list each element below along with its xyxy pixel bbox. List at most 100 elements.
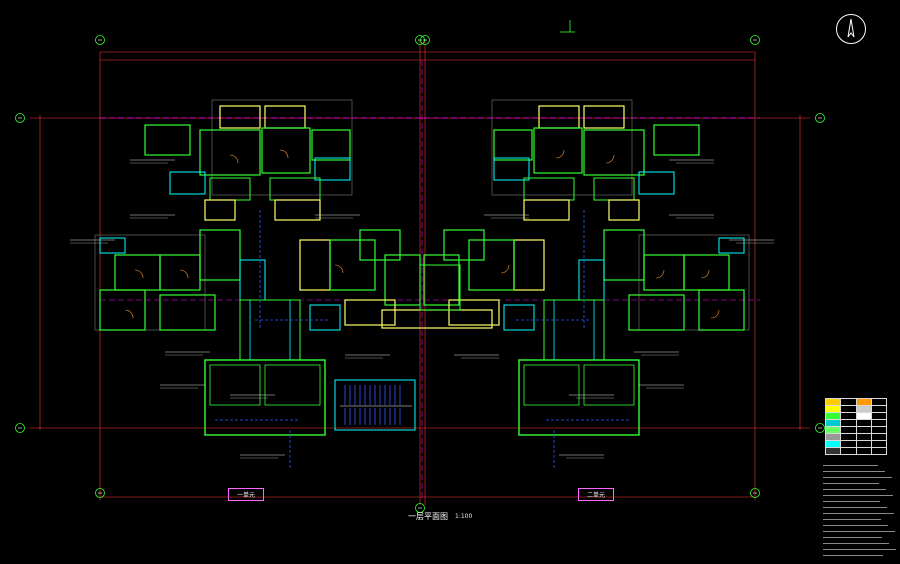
room-outline	[299, 239, 331, 291]
room-outline	[159, 294, 216, 331]
room-outline	[493, 157, 530, 181]
legend-table	[824, 398, 888, 455]
room-outline	[209, 177, 251, 201]
axis-bubble-icon	[750, 35, 760, 45]
room-outline	[114, 254, 161, 291]
room-outline	[523, 177, 575, 201]
room-outline	[269, 177, 321, 201]
room-outline	[698, 289, 745, 331]
room-outline	[211, 99, 353, 196]
room-outline	[159, 254, 201, 291]
north-arrow-icon	[836, 14, 866, 44]
stair-icon	[334, 379, 416, 431]
door-swing	[710, 309, 720, 319]
room-outline	[523, 199, 570, 221]
room-outline	[538, 105, 580, 129]
room-outline	[578, 259, 605, 301]
note-line	[823, 484, 886, 490]
room-outline	[359, 229, 401, 261]
room-outline	[274, 199, 321, 221]
note-line	[823, 544, 896, 550]
axis-bubble-icon	[15, 423, 25, 433]
room-outline	[603, 229, 645, 281]
room-outline	[309, 304, 341, 331]
note-line	[823, 508, 894, 514]
room-outline	[239, 299, 301, 361]
drawing-scale: 1:100	[455, 513, 473, 520]
room-outline	[314, 157, 351, 181]
room-outline	[264, 105, 306, 129]
room-outline	[264, 364, 321, 406]
door-swing	[605, 154, 615, 164]
room-outline	[643, 254, 685, 291]
room-outline	[503, 304, 535, 331]
room-outline	[718, 237, 745, 254]
note-line	[823, 460, 878, 466]
room-outline	[344, 299, 396, 326]
note-line	[823, 538, 889, 544]
note-line	[823, 532, 882, 538]
room-outline	[638, 234, 750, 331]
room-outline	[204, 199, 236, 221]
room-outline	[683, 254, 730, 291]
room-outline	[523, 364, 580, 406]
room-outline	[311, 129, 351, 161]
room-outline	[583, 364, 635, 406]
note-line	[823, 478, 879, 484]
room-outline	[653, 124, 700, 156]
door-swing	[655, 269, 665, 279]
axis-bubble-icon	[15, 113, 25, 123]
room-outline	[219, 105, 261, 129]
room-outline	[199, 229, 241, 281]
door-swing	[124, 309, 134, 319]
axis-bubble-icon	[415, 503, 425, 513]
room-outline	[583, 105, 625, 129]
note-line	[823, 490, 893, 496]
room-outline	[543, 299, 605, 361]
note-line	[823, 496, 880, 502]
room-outline	[239, 259, 266, 301]
note-line	[823, 520, 888, 526]
door-swing	[229, 154, 239, 164]
note-line	[823, 550, 883, 556]
room-outline	[608, 199, 640, 221]
room-outline	[443, 229, 485, 261]
axis-bubble-icon	[750, 488, 760, 498]
door-swing	[555, 149, 565, 159]
room-outline	[169, 171, 206, 195]
door-swing	[500, 264, 510, 274]
door-swing	[279, 149, 289, 159]
room-outline	[329, 239, 376, 291]
room-outline	[199, 129, 261, 176]
room-outline	[583, 129, 645, 176]
unit-label-right: 二单元	[578, 488, 615, 501]
room-outline	[493, 129, 533, 161]
note-line	[823, 466, 885, 472]
general-notes	[823, 460, 899, 556]
door-swing	[700, 269, 710, 279]
door-swing	[179, 269, 189, 279]
room-outline	[468, 239, 515, 291]
drawing-title: 一层平面图	[408, 512, 448, 521]
note-line	[823, 472, 892, 478]
room-outline	[513, 239, 545, 291]
axis-bubble-icon	[815, 423, 825, 433]
room-outline	[99, 289, 146, 331]
unit-label-left: 一单元	[228, 488, 265, 501]
room-outline	[423, 254, 460, 306]
room-outline	[419, 264, 461, 311]
room-outline	[491, 99, 633, 196]
note-line	[823, 514, 881, 520]
door-swing	[334, 264, 344, 274]
axis-bubble-icon	[95, 35, 105, 45]
axis-bubble-icon	[95, 488, 105, 498]
room-outline	[261, 127, 311, 174]
room-outline	[384, 254, 421, 306]
room-outline	[448, 299, 500, 326]
room-outline	[99, 237, 126, 254]
room-outline	[209, 364, 261, 406]
room-outline	[593, 177, 635, 201]
axis-bubble-icon	[420, 35, 430, 45]
room-outline	[533, 127, 583, 174]
